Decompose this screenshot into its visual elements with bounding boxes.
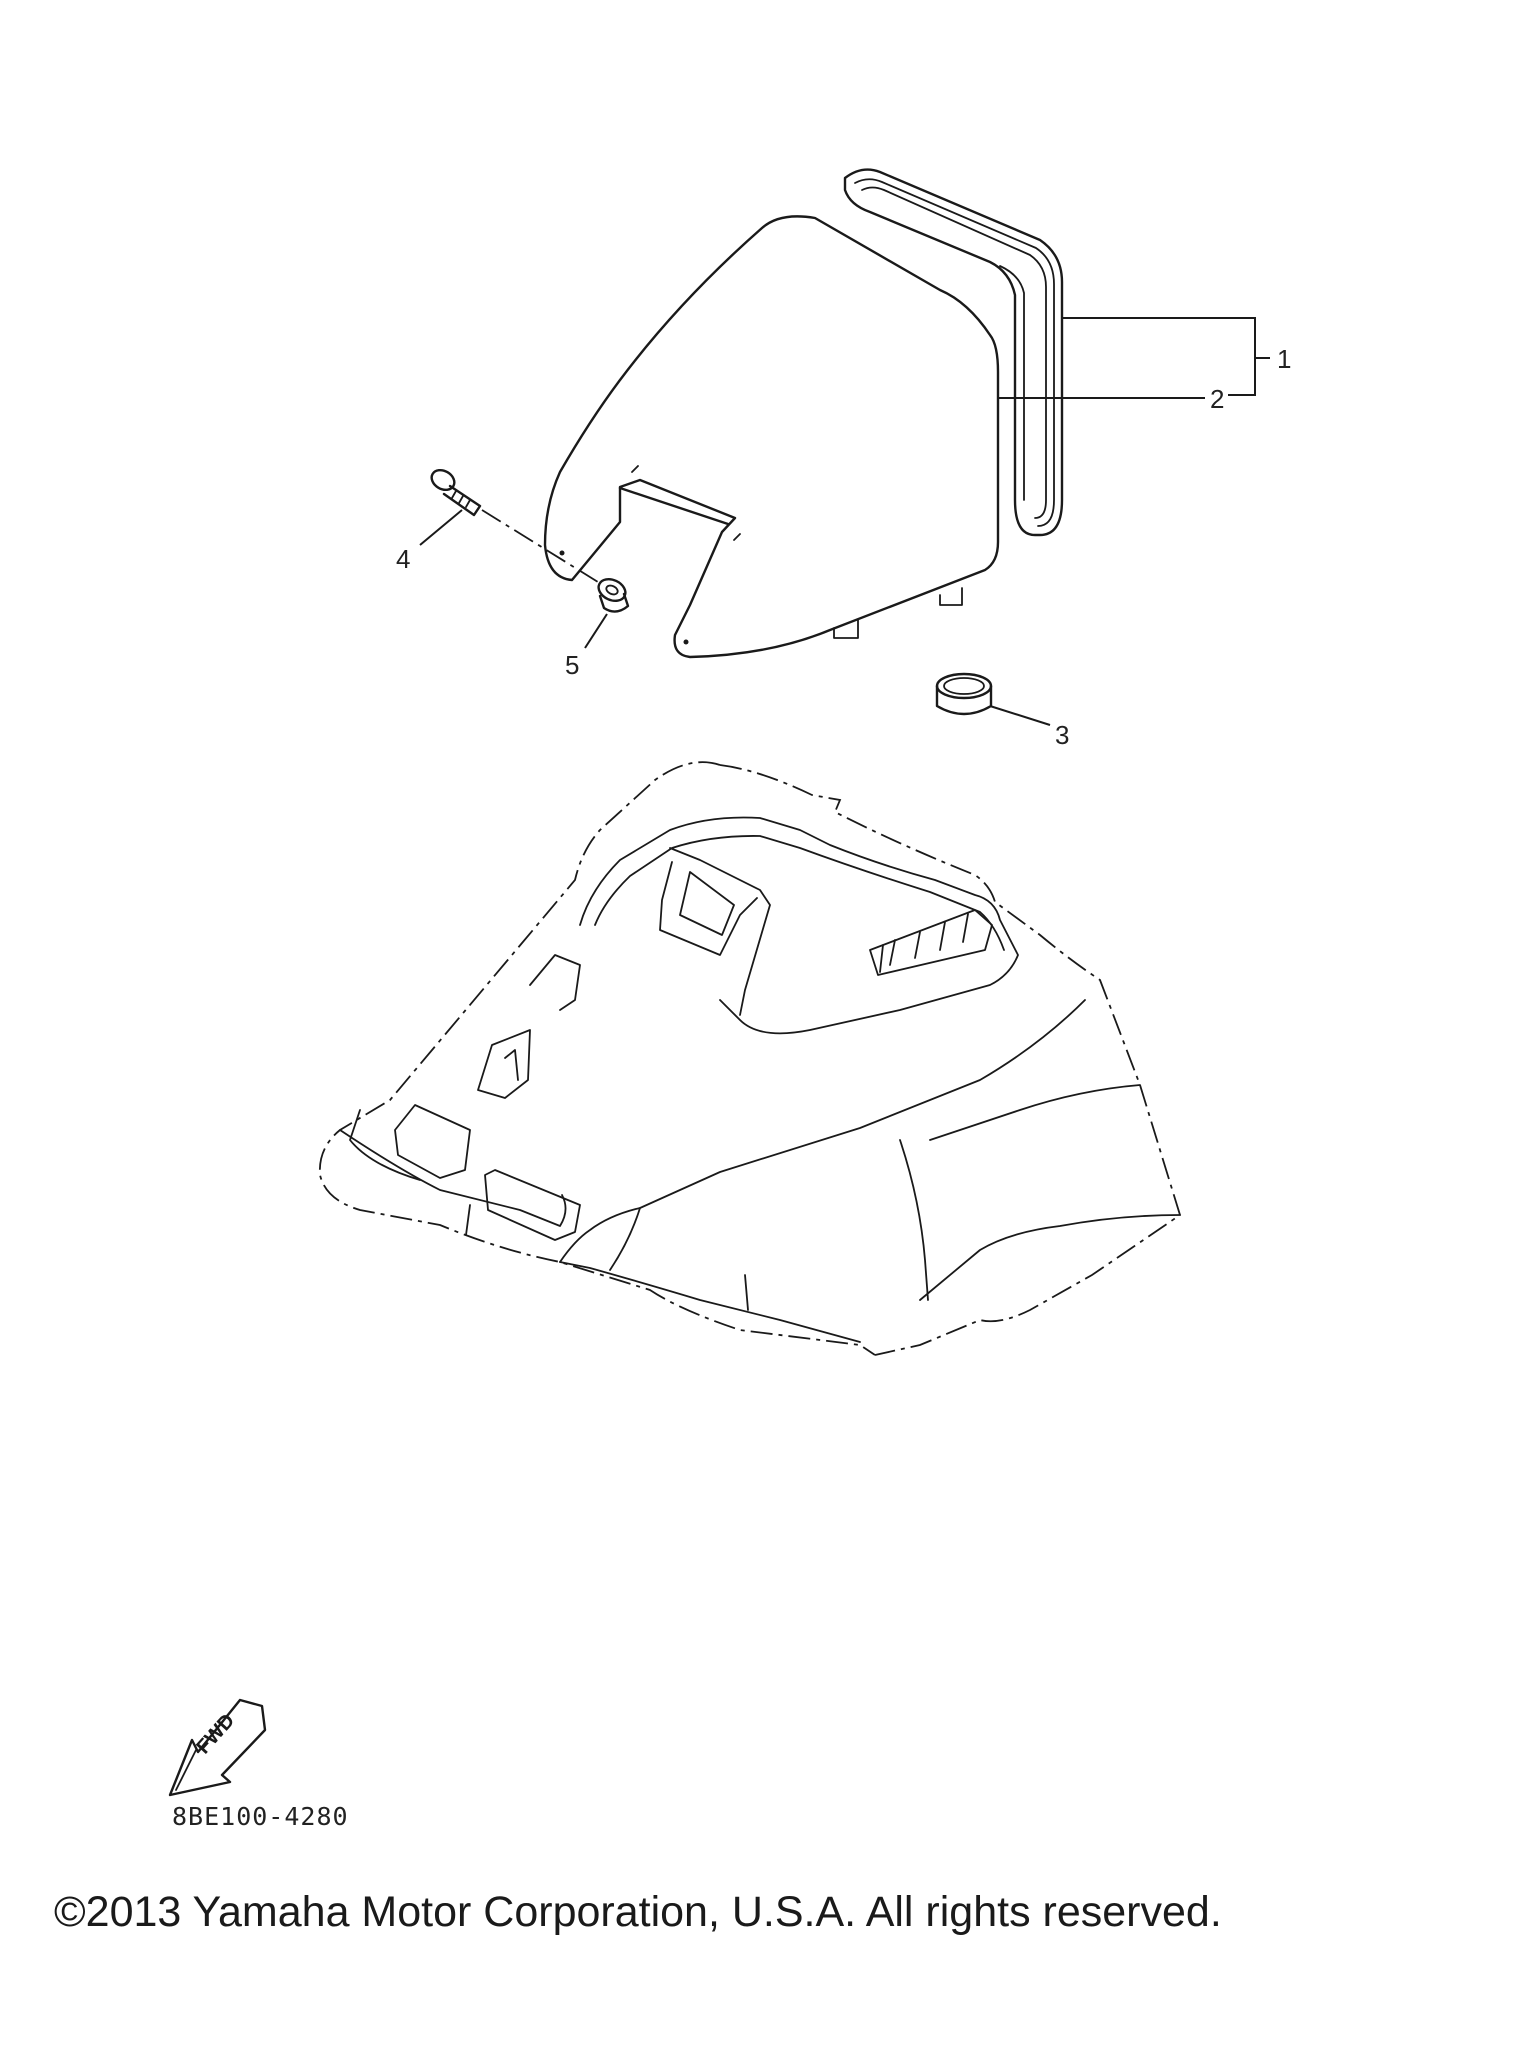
hull-reference xyxy=(318,761,1182,1356)
callout-4: 4 xyxy=(396,544,410,574)
seal-gasket-part xyxy=(843,168,1064,537)
leader-3 xyxy=(989,705,1051,726)
callout-5: 5 xyxy=(565,650,579,680)
leader-5 xyxy=(584,613,608,649)
callout-1: 1 xyxy=(1277,344,1291,374)
windshield-part xyxy=(543,215,1000,659)
callout-leaders-1-2 xyxy=(998,317,1270,399)
nut-part xyxy=(597,577,630,613)
bolt-part xyxy=(430,468,599,583)
fwd-label: FWD xyxy=(192,1710,239,1759)
callout-3: 3 xyxy=(1055,720,1069,750)
leader-4 xyxy=(419,509,463,546)
cap-part xyxy=(935,672,993,716)
copyright-text: ©2013 Yamaha Motor Corporation, U.S.A. A… xyxy=(54,1888,1222,1936)
fwd-arrow-icon: FWD xyxy=(168,1698,267,1797)
callout-2: 2 xyxy=(1210,384,1224,414)
diagram-code: 8BE100-4280 xyxy=(172,1802,349,1831)
